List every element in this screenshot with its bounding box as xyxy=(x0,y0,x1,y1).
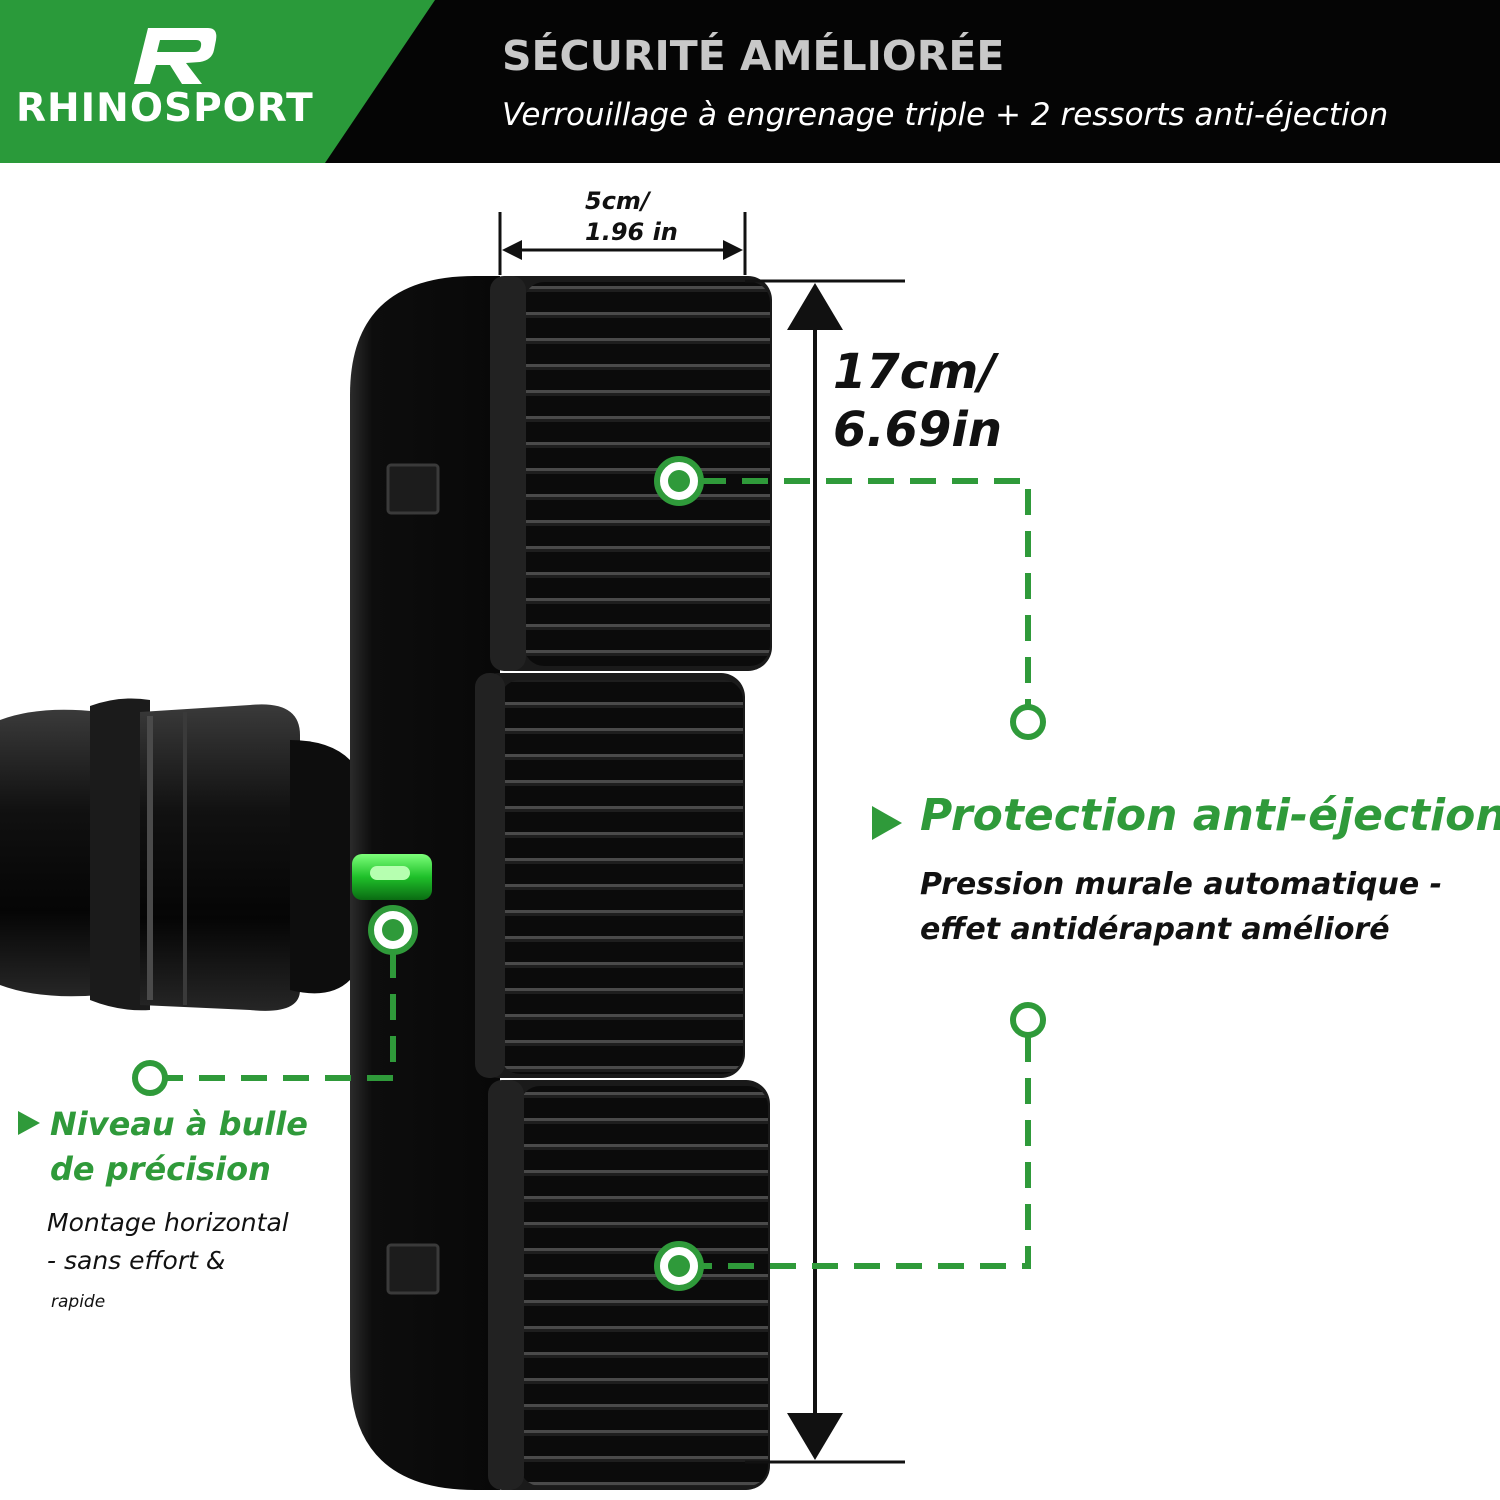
pad-middle xyxy=(475,673,745,1078)
header-subtitle: Verrouillage à engrenage triple + 2 ress… xyxy=(502,97,1389,133)
height-dimension-label: 17cm/ 6.69in xyxy=(833,343,1002,459)
callout-leader-protection-top xyxy=(700,478,1031,706)
callout-marker-top xyxy=(654,456,704,506)
pull-up-bar-tube xyxy=(0,698,350,1011)
header-bar: RHINOSPORT SÉCURITÉ AMÉLIORÉE Verrouilla… xyxy=(0,0,1500,163)
header-title: SÉCURITÉ AMÉLIORÉE xyxy=(502,32,1005,80)
pad-top xyxy=(490,276,772,671)
pad-bottom xyxy=(488,1080,770,1490)
play-triangle-icon xyxy=(18,1111,40,1135)
level-note: rapide xyxy=(51,1292,106,1312)
height-dimension-line xyxy=(745,279,905,1464)
level-title: Niveau à bulle de précision xyxy=(50,1102,308,1192)
callout-marker-bottom xyxy=(654,1241,704,1291)
level-title-line: de précision xyxy=(50,1150,271,1188)
protection-desc-line: Pression murale automatique - xyxy=(920,867,1443,902)
brand-name: RHINOSPORT xyxy=(16,86,314,131)
level-desc-line: Montage horizontal xyxy=(47,1208,289,1237)
protection-title: Protection anti-éjection xyxy=(920,790,1500,841)
play-triangle-icon xyxy=(872,806,902,840)
width-dimension-in: 1.96 in xyxy=(585,218,678,246)
protection-desc-line: effet antidérapant amélioré xyxy=(920,912,1390,947)
rhinosport-r-logo-icon xyxy=(134,28,217,84)
level-title-line: Niveau à bulle xyxy=(50,1105,308,1143)
plate-slot-bottom xyxy=(386,1243,440,1295)
level-description: Montage horizontal - sans effort & xyxy=(47,1204,289,1280)
height-dimension-in: 6.69in xyxy=(833,402,1003,458)
callout-marker-level xyxy=(368,905,418,955)
bubble-level-icon xyxy=(352,854,432,900)
width-dimension-label: 5cm/ 1.96 in xyxy=(585,186,678,248)
callout-leader-protection-bottom xyxy=(700,1036,1031,1269)
callout-endpoint-top xyxy=(1010,704,1046,740)
width-dimension-line xyxy=(498,212,747,275)
protection-description: Pression murale automatique - effet anti… xyxy=(920,862,1442,952)
callout-endpoint-level xyxy=(132,1060,168,1096)
height-dimension-cm: 17cm/ xyxy=(833,344,996,400)
width-dimension-cm: 5cm/ xyxy=(585,187,650,215)
level-desc-line: - sans effort & xyxy=(47,1246,226,1275)
plate-slot-top xyxy=(386,463,440,515)
callout-leader-level xyxy=(166,952,396,1081)
callout-endpoint-bottom xyxy=(1010,1002,1046,1038)
